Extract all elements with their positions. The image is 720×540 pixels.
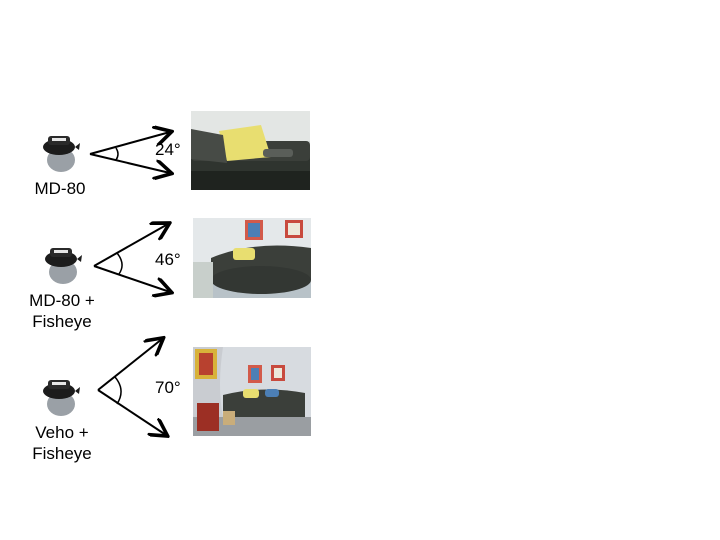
fov-lines-md80 <box>89 132 170 173</box>
label-line: MD-80 <box>34 179 86 198</box>
webcam-icon <box>45 248 82 284</box>
camera-label-md80-fisheye: MD-80 + Fisheye <box>2 290 122 332</box>
angle-label: 46° <box>155 250 181 269</box>
fov-lines-md80-fisheye <box>93 224 170 292</box>
label-line: Fisheye <box>32 444 92 463</box>
webcam-icon <box>43 380 80 416</box>
camera-view-thumbnail <box>191 111 310 190</box>
webcam-icon <box>43 136 80 172</box>
label-line: Veho + <box>35 423 89 442</box>
angle-label: 24° <box>155 140 181 159</box>
angle-label: 70° <box>155 378 181 397</box>
label-line: MD-80 + <box>29 291 95 310</box>
camera-label-veho-fisheye: Veho + Fisheye <box>2 422 122 464</box>
camera-view-thumbnail <box>193 218 311 298</box>
fov-lines-veho-fisheye <box>97 339 166 435</box>
label-line: Fisheye <box>32 312 92 331</box>
camera-label-md80: MD-80 <box>0 178 120 199</box>
camera-view-thumbnail <box>193 347 311 436</box>
